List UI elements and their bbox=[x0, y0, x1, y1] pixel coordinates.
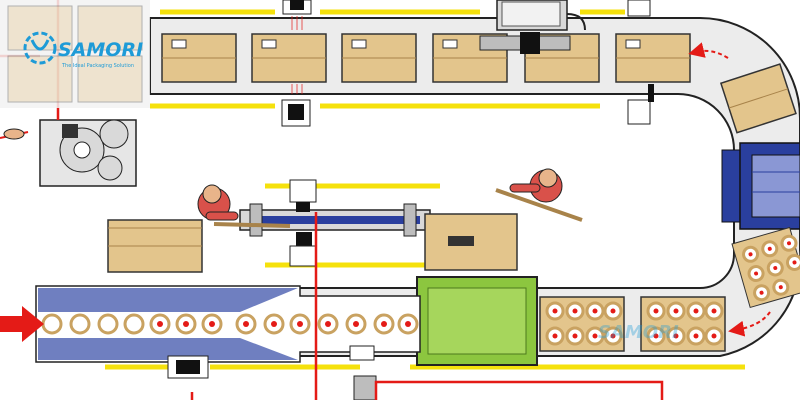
center-conveyor bbox=[239, 179, 431, 267]
flow-arrow bbox=[728, 311, 771, 337]
roll-case-tilted bbox=[731, 226, 800, 309]
flow-arrow bbox=[688, 42, 729, 59]
blue-machine bbox=[721, 142, 800, 230]
box bbox=[615, 33, 691, 83]
box bbox=[341, 33, 417, 83]
logo-tagline: The Ideal Packaging Solution bbox=[61, 63, 134, 69]
infeed-arrow bbox=[0, 306, 44, 342]
infeed-lane bbox=[35, 285, 421, 363]
box bbox=[161, 33, 237, 83]
flat-box bbox=[107, 219, 203, 273]
roll-case bbox=[539, 296, 625, 352]
sensors bbox=[281, 0, 654, 127]
box bbox=[251, 33, 327, 83]
samori-logo-icon bbox=[23, 31, 57, 65]
logo-name: SAMORI bbox=[58, 39, 143, 61]
sealed-box bbox=[424, 213, 518, 271]
worker-left bbox=[197, 184, 291, 228]
worker-right bbox=[495, 168, 583, 222]
logo-panel: SAMORI The Ideal Packaging Solution bbox=[0, 0, 150, 108]
top-labeler bbox=[479, 0, 586, 54]
green-machine bbox=[416, 276, 538, 366]
guide-lines bbox=[105, 9, 745, 370]
tilted-box bbox=[719, 63, 797, 134]
box bbox=[432, 33, 508, 83]
watermark-text: SAMORI bbox=[598, 322, 679, 343]
labeling-machine bbox=[0, 119, 137, 187]
roll-case bbox=[640, 296, 726, 352]
